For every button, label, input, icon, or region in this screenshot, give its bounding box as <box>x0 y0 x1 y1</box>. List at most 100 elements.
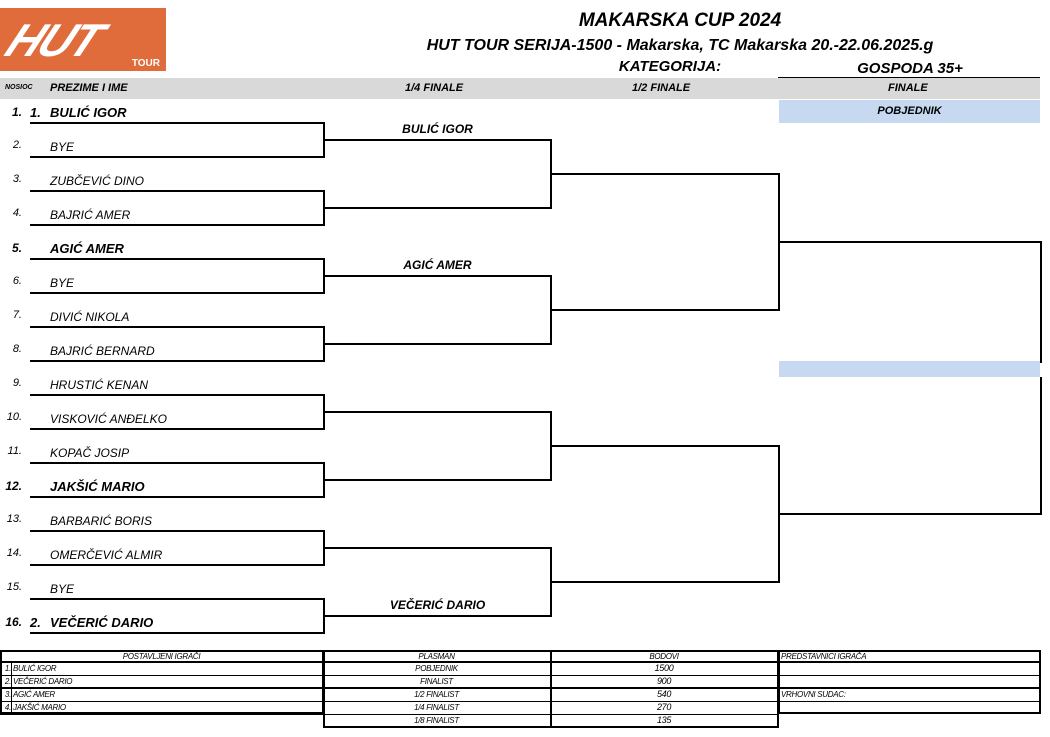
bracket-line <box>323 547 551 549</box>
player-number: 7. <box>12 309 22 321</box>
divider <box>0 714 779 715</box>
player-name[interactable]: BARBARIĆ BORIS <box>50 514 153 528</box>
player-name[interactable]: BYE <box>50 140 75 154</box>
bracket-line <box>1040 377 1042 515</box>
logo-subtext: TOUR <box>131 58 160 69</box>
divider <box>0 687 1040 689</box>
bracket-line <box>30 258 324 260</box>
player-name[interactable]: HRUSTIĆ KENAN <box>50 378 149 392</box>
bracket-line <box>30 428 324 430</box>
points: 900 <box>656 676 672 686</box>
bracket-line <box>30 224 324 226</box>
qf-winner: BULIĆ IGOR <box>402 122 473 136</box>
seeded-player: BULIĆ IGOR <box>13 664 57 673</box>
bracket-line <box>30 190 324 192</box>
player-name[interactable]: BAJRIĆ AMER <box>50 208 131 222</box>
player-number: 10. <box>6 411 22 423</box>
divider <box>0 661 1040 663</box>
winner-field[interactable] <box>779 361 1040 377</box>
points: 540 <box>656 689 672 699</box>
bracket-line <box>778 241 1041 243</box>
seed-number: 3. <box>4 690 11 699</box>
player-number: 9. <box>12 377 22 389</box>
bracket-line <box>30 530 324 532</box>
placement-header: PLASMAN <box>418 652 455 661</box>
col-seed: NOSIOC <box>5 84 33 91</box>
bracket-line <box>30 122 324 124</box>
player-name[interactable]: VISKOVIĆ ANĐELKO <box>50 412 167 426</box>
page-subtitle: HUT TOUR SERIJA-1500 - Makarska, TC Maka… <box>426 37 934 54</box>
player-name[interactable]: BYE <box>50 276 75 290</box>
qf-winner: VEČERIĆ DARIO <box>389 598 486 612</box>
player-name[interactable]: JAKŠIĆ MARIO <box>50 479 145 494</box>
points: 135 <box>656 715 672 725</box>
divider <box>550 650 552 728</box>
officials-box <box>778 650 1041 714</box>
player-number: 8. <box>12 343 22 355</box>
player-number: 3. <box>12 173 22 185</box>
winner-label: POBJEDNIK <box>779 100 1040 123</box>
player-number: 16. <box>5 615 22 629</box>
player-number: 1. <box>11 105 22 119</box>
seed-number: 1. <box>30 105 41 120</box>
player-number: 11. <box>7 445 22 457</box>
seeded-header: POSTAVLJENI IGRAČI <box>122 652 201 661</box>
logo-text: HUT <box>0 14 111 66</box>
col-qf: 1/4 FINALE <box>405 82 464 94</box>
bracket-line <box>30 394 324 396</box>
points: 1500 <box>654 663 674 673</box>
column-header-bar <box>0 78 1040 99</box>
player-number: 2. <box>12 139 22 151</box>
points: 270 <box>656 702 672 712</box>
points-header: BODOVI <box>649 652 679 661</box>
divider <box>0 675 1040 676</box>
player-number: 12. <box>5 479 22 493</box>
seed-number: 2. <box>4 677 11 686</box>
bracket-line <box>323 479 551 481</box>
bracket-line <box>550 445 779 447</box>
placement: 1/4 FINALIST <box>414 703 459 712</box>
placement: POBJEDNIK <box>415 664 458 673</box>
seed-number: 1. <box>4 664 11 673</box>
bracket-line <box>323 343 551 345</box>
placement: 1/2 FINALIST <box>414 690 459 699</box>
seeded-player: AGIĆ AMER <box>13 690 55 699</box>
player-name[interactable]: BAJRIĆ BERNARD <box>50 344 155 358</box>
seed-number: 2. <box>30 615 41 630</box>
seed-number: 4. <box>4 703 11 712</box>
player-name[interactable]: BULIĆ IGOR <box>50 105 127 120</box>
page-title: MAKARSKA CUP 2024 <box>578 10 782 31</box>
col-final: FINALE <box>888 82 928 94</box>
bracket-line <box>550 309 779 311</box>
category-value: GOSPODA 35+ <box>857 60 963 77</box>
placement: FINALIST <box>420 677 453 686</box>
player-number: 14. <box>6 547 22 559</box>
hut-tour-logo: HUT TOUR <box>0 8 166 71</box>
player-name[interactable]: AGIĆ AMER <box>50 241 124 256</box>
player-number: 13. <box>6 513 22 525</box>
player-name[interactable]: BYE <box>50 582 75 596</box>
player-number: 4. <box>12 207 22 219</box>
player-name[interactable]: KOPAČ JOSIP <box>50 446 130 460</box>
divider <box>0 701 1040 702</box>
bracket-line <box>30 632 324 634</box>
bracket-line <box>30 598 324 600</box>
player-number: 5. <box>11 241 22 255</box>
bracket-line <box>30 292 324 294</box>
head-referee-label: VRHOVNI SUDAC: <box>781 690 846 699</box>
seeded-player: JAKŠIĆ MARIO <box>13 703 66 712</box>
col-name: PREZIME I IME <box>50 82 128 94</box>
bracket-line <box>323 615 551 617</box>
player-number: 6. <box>12 275 22 287</box>
col-sf: 1/2 FINALE <box>632 82 691 94</box>
player-name[interactable]: OMERČEVIĆ ALMIR <box>50 548 163 562</box>
bracket-line <box>30 496 324 498</box>
bracket-line <box>323 207 551 209</box>
players-reps-label: PREDSTAVNICI IGRAČA <box>781 652 867 661</box>
player-name[interactable]: DIVIĆ NIKOLA <box>50 310 130 324</box>
bracket-line <box>30 326 324 328</box>
player-name[interactable]: VEČERIĆ DARIO <box>50 615 154 630</box>
player-number: 15. <box>6 581 22 593</box>
bracket-line <box>1040 241 1042 363</box>
player-name[interactable]: ZUBČEVIĆ DINO <box>50 174 145 188</box>
